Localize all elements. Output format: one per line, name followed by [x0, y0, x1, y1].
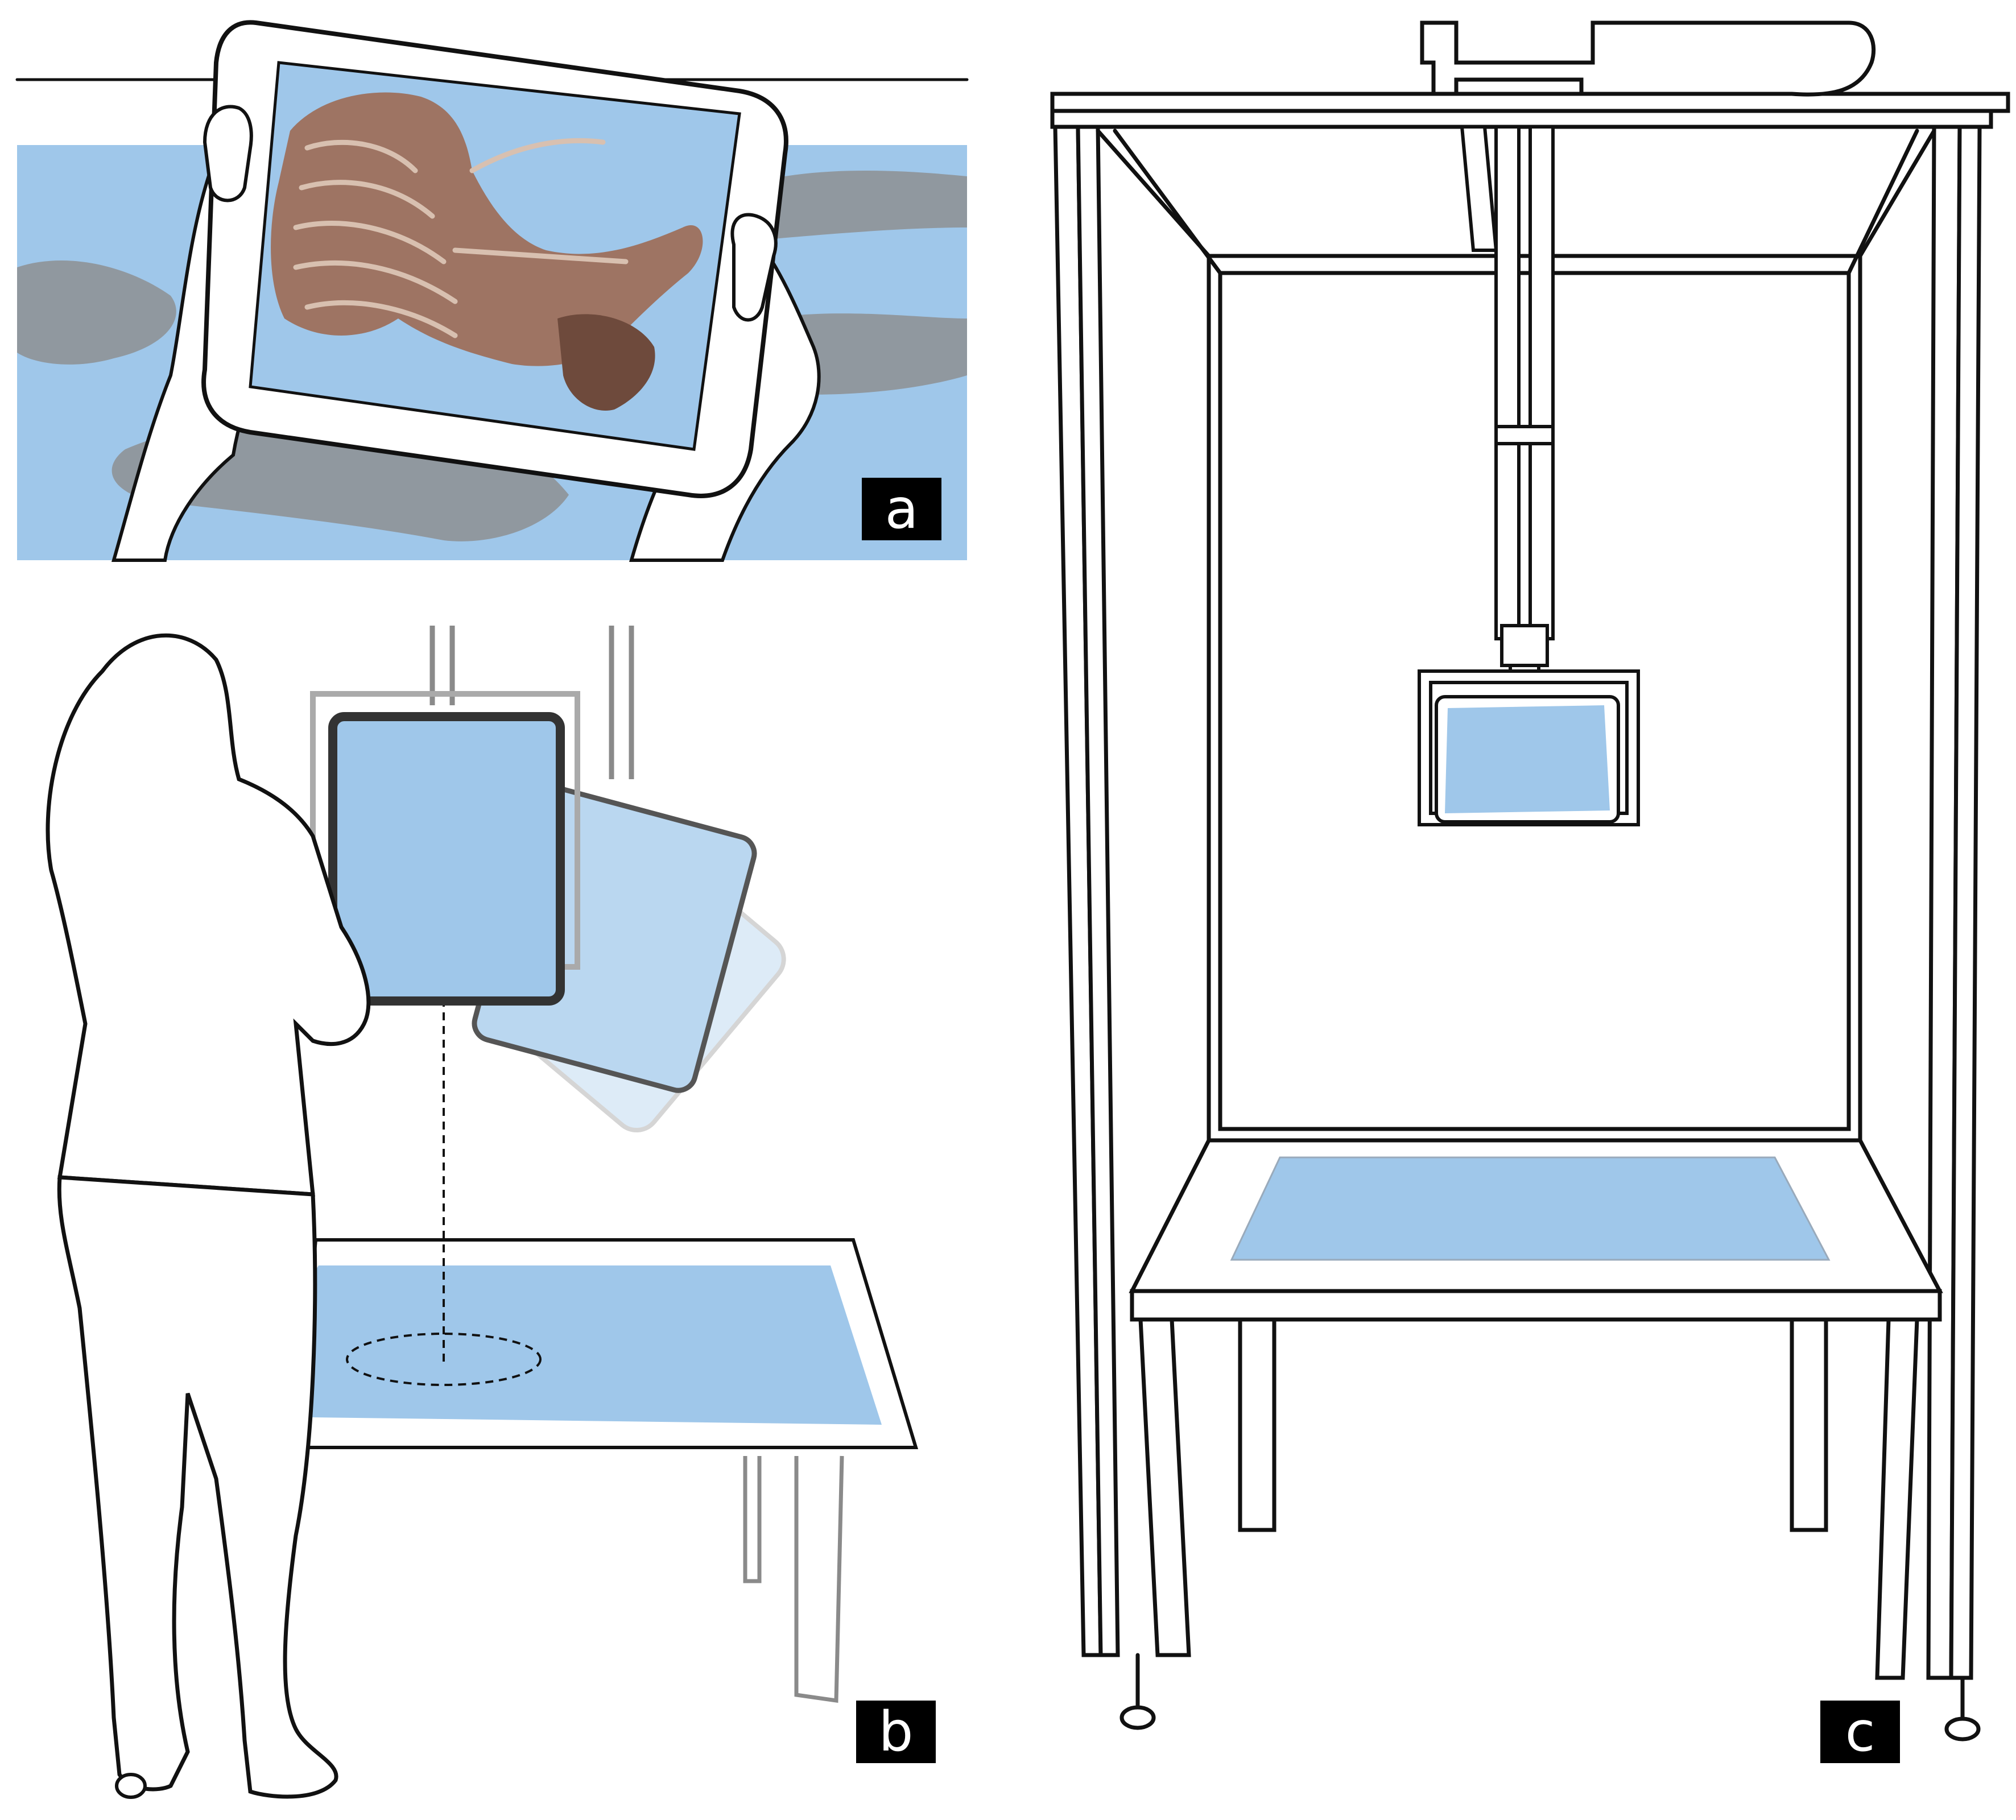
panel-label-a-text: a [885, 477, 919, 541]
panel-a: a [15, 20, 969, 562]
right-thumb [730, 213, 778, 322]
panel-label-b: b [856, 1700, 936, 1764]
panel-c: c [1050, 20, 2010, 1764]
panel-label-c-text: c [1845, 1700, 1875, 1764]
skeleton-icon [271, 92, 703, 411]
frame-rig-icon [1050, 92, 2010, 1742]
panel-label-b-text: b [879, 1700, 914, 1764]
person-icon [46, 633, 371, 1799]
panel-label-c: c [1820, 1700, 1900, 1764]
tablet-icon [1435, 695, 1620, 824]
left-thumb [203, 105, 253, 202]
projection-ellipse [346, 1333, 542, 1386]
panel-b: b [46, 626, 936, 1799]
tablet-icon [328, 712, 565, 1006]
panel-label-a: a [862, 477, 941, 541]
robot-arm-icon [1418, 20, 1876, 826]
table-icon [225, 1238, 919, 1703]
tablet-icon [201, 20, 788, 498]
